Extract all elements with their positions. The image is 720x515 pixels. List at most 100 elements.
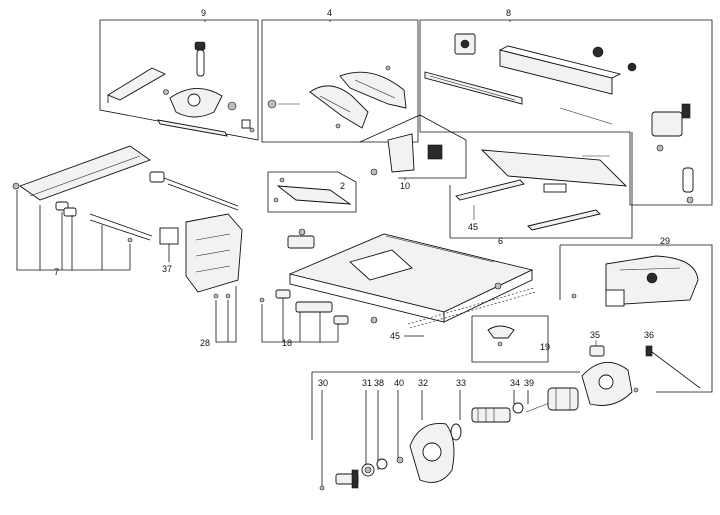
part-washer: [686, 196, 694, 204]
group-4: 4: [261, 8, 419, 143]
part-tube-end: [149, 171, 165, 183]
part-slide-rail-lower: [527, 209, 601, 231]
group-7: 7: [12, 145, 239, 277]
part-tube: [163, 177, 239, 207]
part-screw: [335, 123, 341, 129]
part-fence-body: [498, 45, 622, 95]
group-8: 8: [419, 8, 713, 206]
part-side-panel: [185, 213, 243, 293]
part-insert-plate: [276, 185, 352, 205]
group-29: 29: [559, 236, 713, 393]
callout-35: 35: [590, 330, 600, 340]
part-screw: [273, 197, 279, 203]
part-screw: [319, 485, 325, 491]
group-10: 10: [359, 114, 467, 191]
part-screw: [213, 293, 219, 299]
part-tube-end: [63, 207, 77, 217]
part-spindle: [335, 469, 359, 489]
part-slide-rail-upper: [455, 179, 525, 201]
part-guard-knob: [194, 41, 206, 77]
part-washer: [376, 458, 388, 470]
part-washer: [656, 144, 664, 152]
part-bracket: [387, 133, 443, 173]
callout-36: 36: [644, 330, 654, 340]
group-6: 6 45: [449, 132, 633, 246]
part-screw: [259, 297, 265, 303]
part-guard-base: [169, 88, 223, 118]
group-2: 2: [267, 171, 357, 213]
part-foot: [370, 316, 378, 324]
part-slider: [543, 183, 567, 193]
group-motor-assembly: 30 31 38 40 32 33 34 39: [311, 361, 639, 491]
part-handle: [333, 315, 349, 325]
callout-37: 37: [162, 264, 172, 274]
part-screw: [249, 127, 255, 133]
callout-31: 31: [362, 378, 372, 388]
callout-45-lower: 45: [390, 331, 400, 341]
part-clamp-bracket: [487, 325, 515, 347]
part-clip: [241, 119, 251, 129]
part-stator: [547, 387, 579, 411]
part-guard-hood-left: [309, 85, 369, 129]
part-handle-long: [295, 301, 333, 313]
part-rod: [559, 107, 613, 125]
callout-7: 7: [54, 267, 59, 277]
group-28-37: 37 28: [159, 213, 243, 348]
callout-8: 8: [506, 8, 511, 18]
part-screw: [370, 168, 378, 176]
part-motor-housing: [605, 255, 699, 305]
part-armature: [471, 407, 511, 423]
callout-32: 32: [418, 378, 428, 388]
group-19: 19: [471, 315, 550, 363]
part-gear-housing: [409, 423, 455, 483]
part-motor-end-cap: [581, 361, 633, 406]
part-nut: [227, 101, 237, 111]
callout-45-upper: 45: [468, 222, 478, 232]
part-carbon-brush: [589, 345, 605, 357]
part-screw: [127, 237, 133, 243]
part-seal-ring: [450, 423, 462, 441]
part-guard-rail: [157, 119, 228, 137]
part-guard-hood-right: [339, 71, 407, 109]
callout-38: 38: [374, 378, 384, 388]
part-knob: [592, 46, 604, 58]
callout-30: 30: [318, 378, 328, 388]
part-plate: [605, 289, 625, 307]
part-side-support: [19, 145, 151, 201]
part-screw: [279, 177, 285, 183]
callout-19: 19: [540, 342, 550, 352]
part-scale-strip: [407, 287, 537, 329]
callout-29: 29: [660, 236, 670, 246]
part-knob: [627, 62, 637, 72]
callout-2: 2: [340, 181, 345, 191]
part-main-table: [288, 233, 534, 323]
callout-33: 33: [456, 378, 466, 388]
part-splitter-plate: [107, 67, 166, 103]
part-screw: [571, 293, 577, 299]
part-bearing: [512, 402, 524, 414]
part-screw: [633, 387, 639, 393]
part-screw: [225, 293, 231, 299]
part-tube: [89, 213, 153, 237]
group-9: 9: [99, 8, 259, 141]
callout-10: 10: [400, 181, 410, 191]
callout-9: 9: [201, 8, 206, 18]
group-35-36: 35 36: [589, 330, 701, 389]
group-18: 18: [259, 289, 349, 348]
part-cable: [651, 351, 701, 389]
part-fence-rail: [424, 71, 523, 105]
part-label-37: [159, 227, 179, 245]
callout-34: 34: [510, 378, 520, 388]
callout-6: 6: [498, 236, 503, 246]
callout-39: 39: [524, 378, 534, 388]
part-extension-table: [480, 149, 628, 187]
callout-28: 28: [200, 338, 210, 348]
part-handle: [275, 289, 291, 299]
part-knob: [267, 99, 277, 109]
callout-40: 40: [394, 378, 404, 388]
part-foot: [494, 282, 502, 290]
part-screw: [163, 89, 169, 95]
part-cap: [12, 182, 20, 190]
part-ring: [396, 456, 404, 464]
